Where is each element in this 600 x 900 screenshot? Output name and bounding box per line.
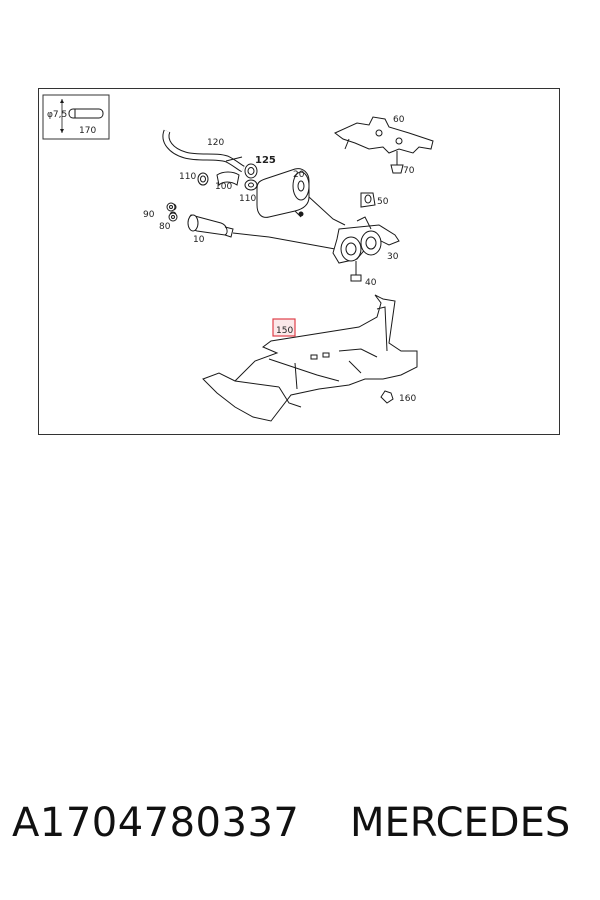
fuel-filter-20: [256, 168, 310, 218]
clip-80: [168, 212, 178, 222]
bolt-40: [350, 261, 362, 282]
callout-160: 160: [399, 394, 416, 404]
bracket-30: [332, 216, 400, 264]
highlight-150: [272, 318, 296, 337]
parts-diagram-drawing: φ7,5 170: [42, 94, 434, 422]
fuel-line: [308, 196, 346, 226]
inset-diameter: φ7,5: [47, 110, 67, 120]
callout-60: 60: [393, 115, 405, 125]
clip-90: [166, 202, 176, 212]
callout-110-left: 110: [179, 172, 196, 182]
grommet-160: [380, 390, 394, 404]
clamp-125: [244, 163, 258, 179]
callout-30: 30: [387, 252, 399, 262]
brand-name: MERCEDES: [350, 800, 571, 846]
callout-110-right: 110: [239, 194, 256, 204]
part-number: A1704780337: [12, 800, 300, 846]
parts-diagram: φ7,5 170: [38, 88, 560, 435]
clamp-100: [197, 172, 209, 186]
callout-70: 70: [403, 166, 415, 176]
callout-90: 90: [143, 210, 155, 220]
cover-150: [202, 294, 418, 422]
nut-50: [360, 192, 376, 208]
callout-150: 150: [276, 326, 293, 336]
bracket-60: [334, 116, 434, 154]
callout-40: 40: [365, 278, 377, 288]
clamp-110: [216, 171, 240, 187]
callout-80: 80: [159, 222, 171, 232]
bolt-70: [390, 151, 404, 174]
inset-part-number: 170: [79, 126, 96, 136]
fuel-pump-10: [169, 203, 336, 250]
callout-120: 120: [207, 138, 224, 148]
callout-10: 10: [193, 235, 205, 245]
callout-20: 20: [293, 170, 305, 180]
inset-box: φ7,5 170: [42, 94, 110, 140]
callout-125: 125: [255, 155, 276, 166]
callout-50: 50: [377, 197, 389, 207]
hose-120: [162, 129, 245, 173]
clamp-110-right: [244, 179, 258, 191]
callout-100: 100: [215, 182, 232, 192]
footer: A1704780337 MERCEDES: [0, 800, 600, 860]
